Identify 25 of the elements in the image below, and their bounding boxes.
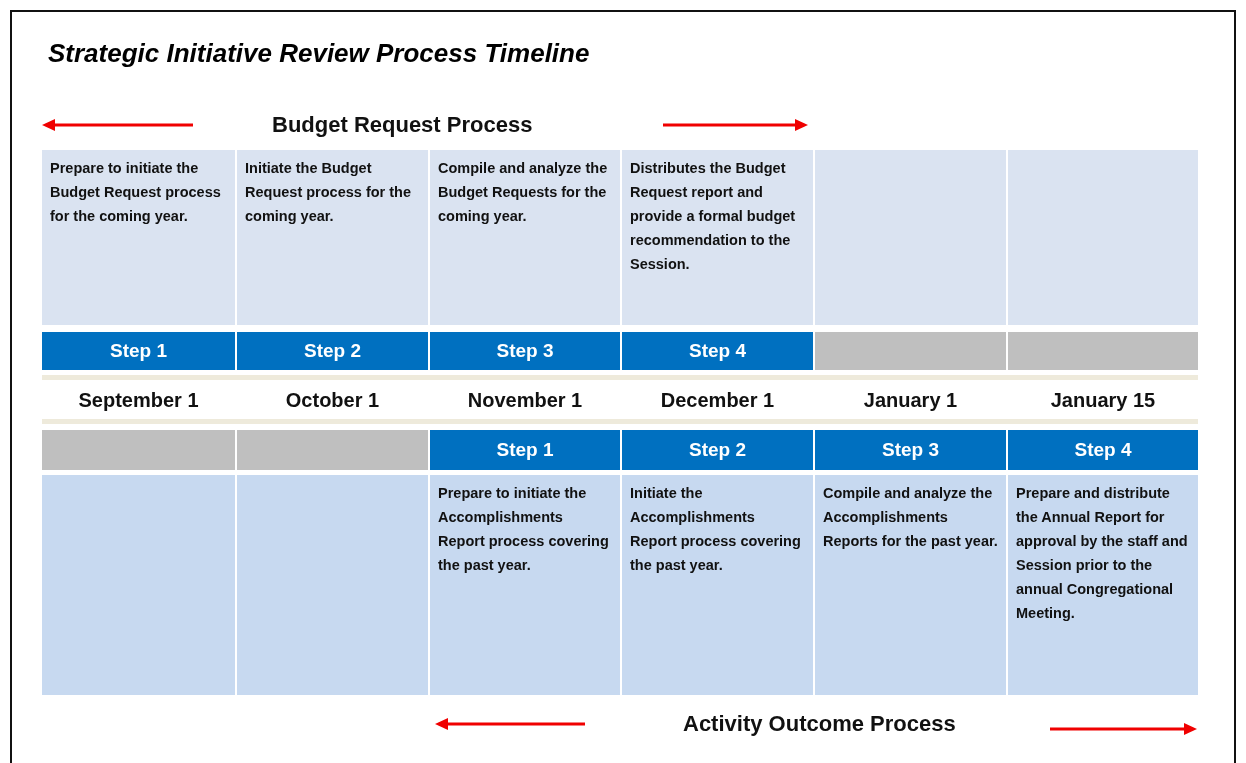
date-label: December 1 (659, 387, 776, 413)
description-cell: Prepare to initiate the Budget Request process for the coming year. (42, 150, 235, 325)
step-header: Step 3 (815, 430, 1006, 470)
date-label: September 1 (77, 387, 200, 413)
title: Strategic Initiative Review Process Timeline (48, 38, 590, 69)
step-header: Step 1 (42, 332, 235, 370)
description-cell: Compile and analyze the Accomplishments Reports for the past year. (815, 475, 1006, 695)
step-header: Step 2 (237, 332, 428, 370)
date-label: November 1 (466, 387, 584, 413)
description-cell: Distributes the Budget Request report and provide a formal budget recommendation to the Session. (622, 150, 813, 325)
description-cell: Prepare to initiate the Accomplishments Report process covering the past year. (430, 475, 620, 695)
date-label: January 15 (1049, 387, 1157, 413)
description-cell: Initiate the Budget Request process for the coming year. (237, 150, 428, 325)
description-cell: Initiate the Accomplishments Report process covering the past year. (622, 475, 813, 695)
step-header: Step 1 (430, 430, 620, 470)
step-header: Step 2 (622, 430, 813, 470)
step-header: Step 3 (430, 332, 620, 370)
description-cell: Prepare and distribute the Annual Report for approval by the staff and Session prior to the annual Congregational Meeting. (1008, 475, 1198, 695)
description-cell: Compile and analyze the Budget Requests for the coming year. (430, 150, 620, 325)
section-heading: Activity Outcome Process (683, 711, 956, 737)
step-header: Step 4 (1008, 430, 1198, 470)
date-label: January 1 (862, 387, 959, 413)
section-heading: Budget Request Process (272, 112, 533, 138)
step-header: Step 4 (622, 332, 813, 370)
date-label: October 1 (284, 387, 381, 413)
